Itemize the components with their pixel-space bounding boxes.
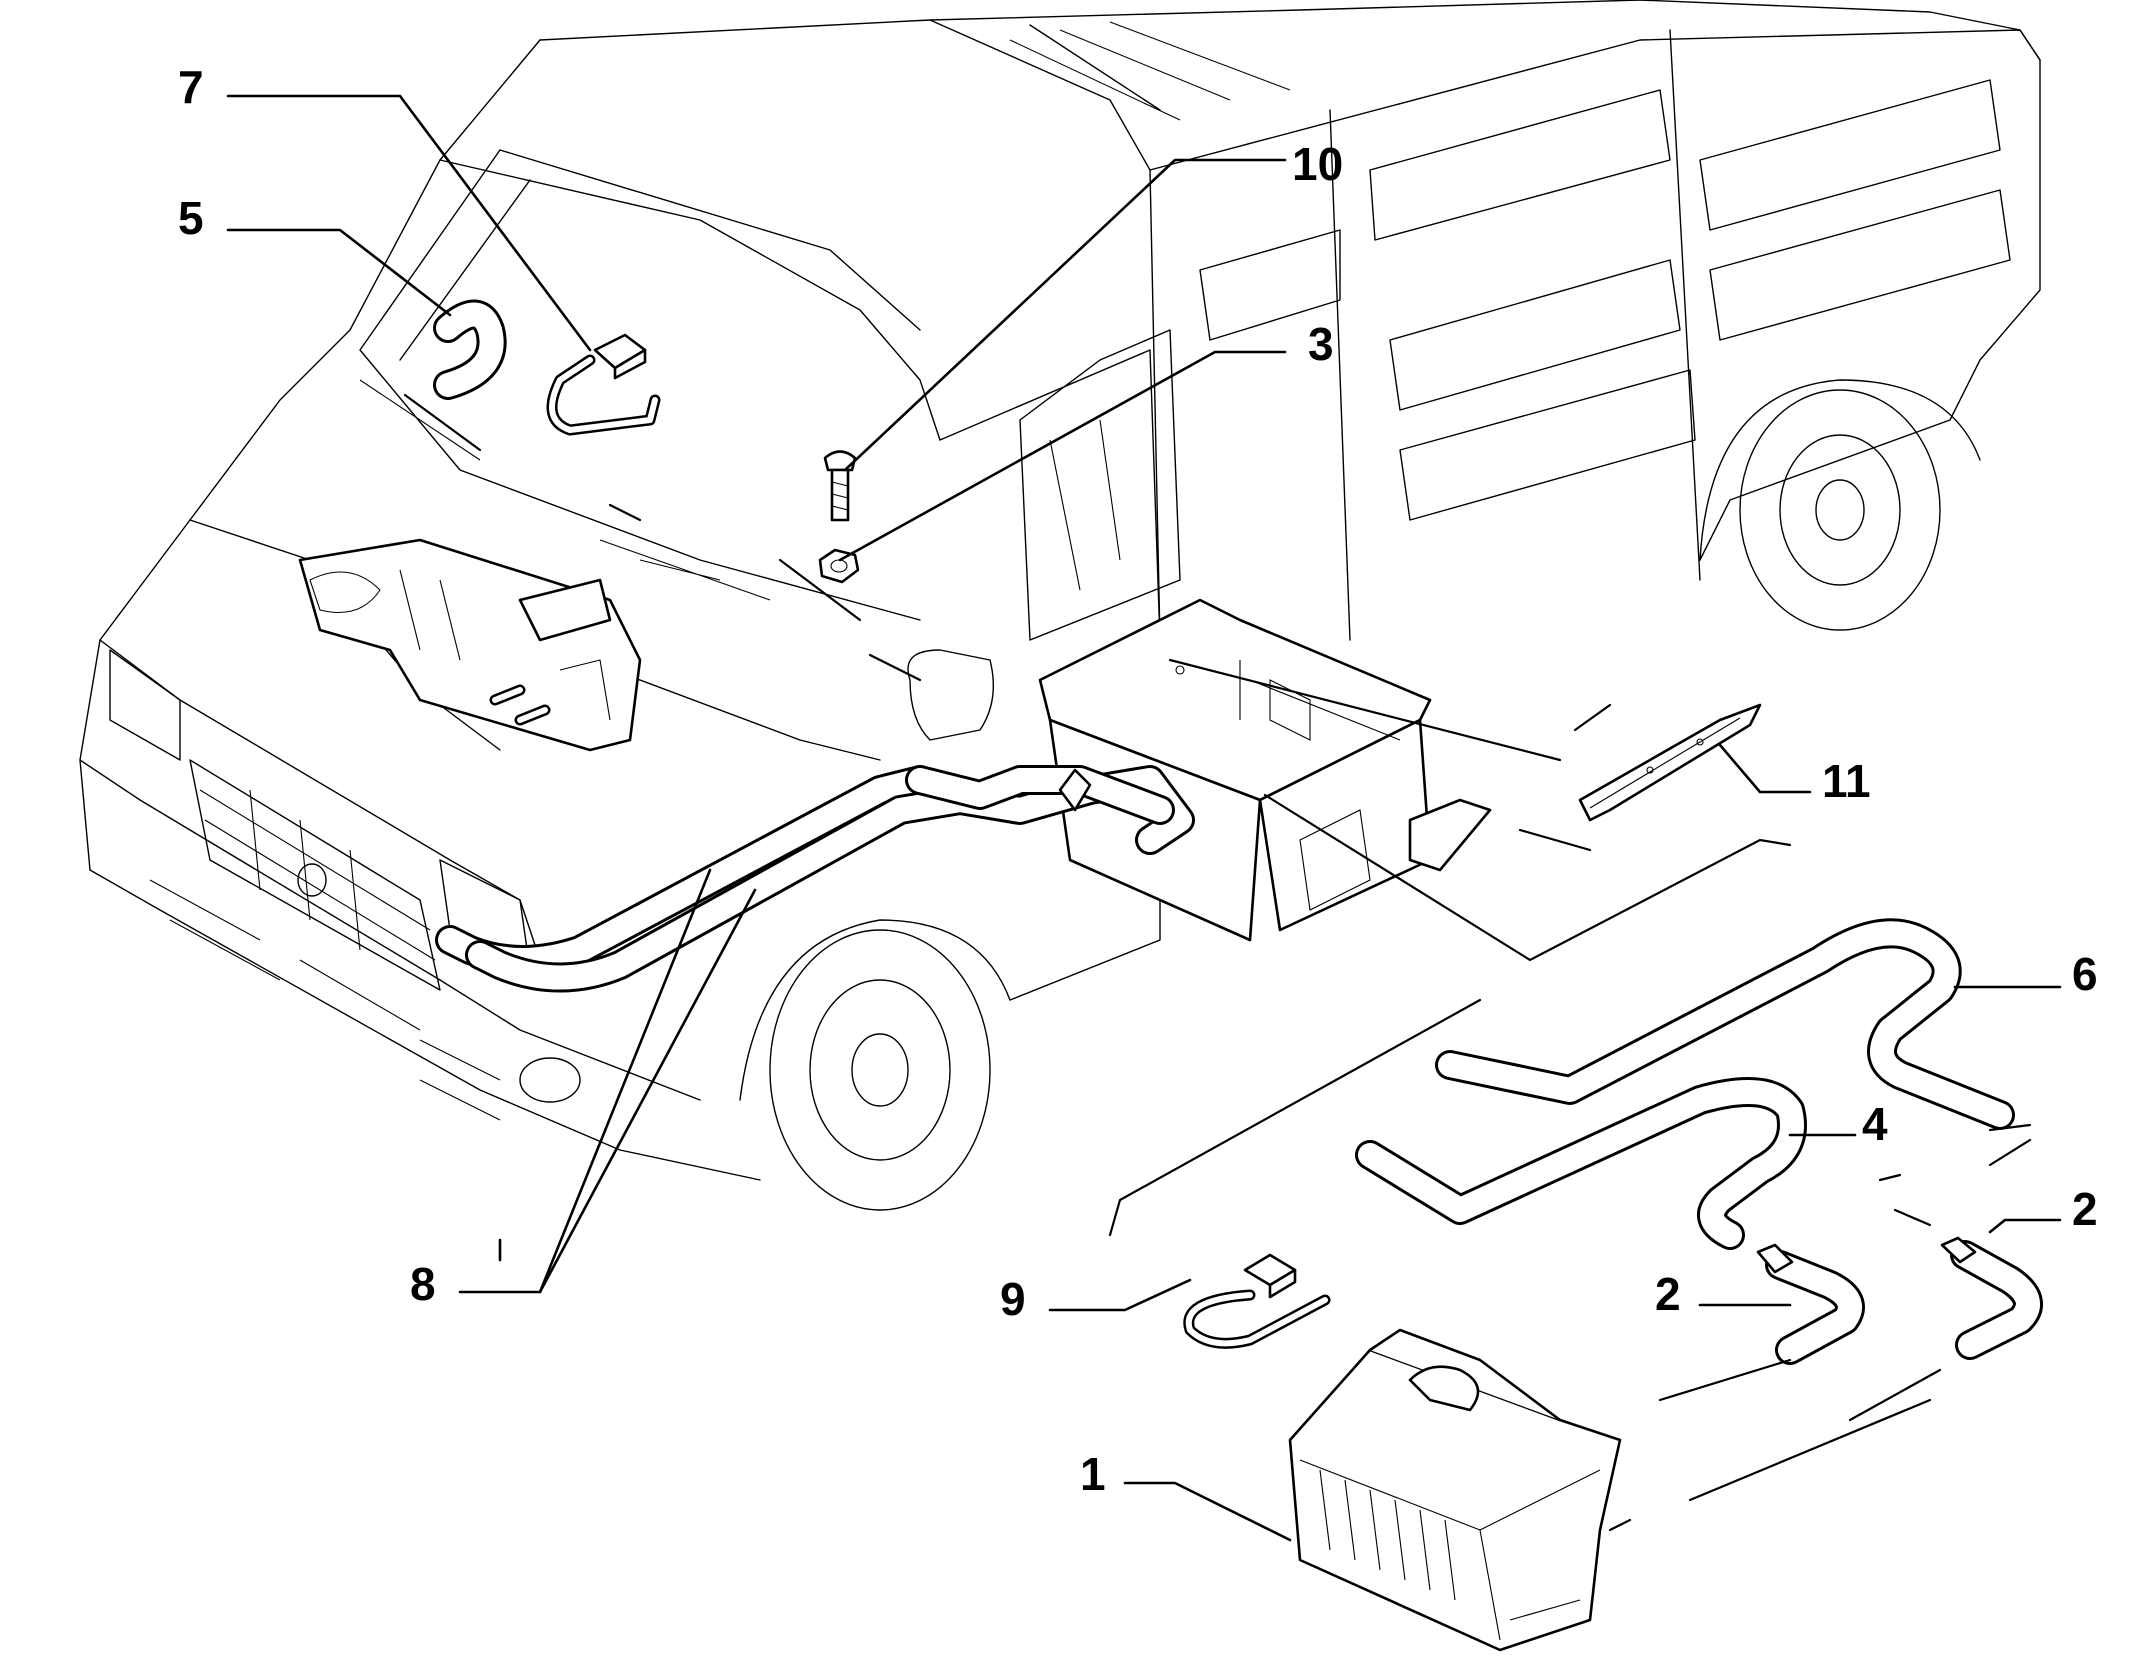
assembly-guide-lines bbox=[403, 393, 2032, 1532]
part-2-elbow-right bbox=[1940, 1236, 2043, 1360]
part-1-heater-core bbox=[1288, 1328, 1622, 1652]
leader-11 bbox=[1718, 743, 1812, 794]
label-1: 1 bbox=[1080, 1448, 1106, 1500]
label-3: 3 bbox=[1308, 318, 1334, 370]
expansion-tank bbox=[298, 538, 642, 752]
van-outline bbox=[79, 0, 2041, 1211]
part-3-nut bbox=[818, 548, 860, 584]
label-9: 9 bbox=[1000, 1273, 1026, 1325]
leader-8b bbox=[538, 888, 757, 1294]
part-labels: 7 5 10 3 11 6 4 2 2 9 1 8 bbox=[178, 61, 2098, 1500]
leader-10 bbox=[843, 158, 1287, 472]
label-6: 6 bbox=[2072, 948, 2098, 1000]
leader-2-right bbox=[1988, 1218, 2062, 1234]
leader-9 bbox=[1048, 1278, 1192, 1312]
part-10-bolt bbox=[823, 450, 857, 522]
label-2-left: 2 bbox=[1655, 1268, 1681, 1320]
part-8-heater-pipes bbox=[435, 765, 1195, 993]
label-2-right: 2 bbox=[2072, 1183, 2098, 1235]
label-4: 4 bbox=[1862, 1098, 1888, 1150]
leader-1 bbox=[1123, 1481, 1292, 1542]
label-7: 7 bbox=[178, 61, 204, 113]
part-2-elbow-left bbox=[1756, 1243, 1865, 1365]
label-11: 11 bbox=[1822, 755, 1871, 807]
part-4-hose bbox=[1355, 1077, 1807, 1250]
part-11-bracket bbox=[1578, 703, 1762, 822]
leader-7 bbox=[226, 94, 592, 352]
label-10: 10 bbox=[1292, 138, 1343, 190]
label-5: 5 bbox=[178, 192, 204, 244]
part-9-sensor-wire bbox=[1183, 1253, 1331, 1349]
part-7-sensor-wire bbox=[546, 333, 661, 436]
part-6-hose bbox=[1435, 918, 2015, 1130]
leader-3 bbox=[838, 350, 1287, 562]
heater-support-frame bbox=[1038, 598, 1492, 942]
leader-lines bbox=[226, 94, 2062, 1542]
part-5-u-hose bbox=[433, 299, 507, 400]
label-8: 8 bbox=[410, 1258, 436, 1310]
leader-5 bbox=[226, 228, 452, 317]
